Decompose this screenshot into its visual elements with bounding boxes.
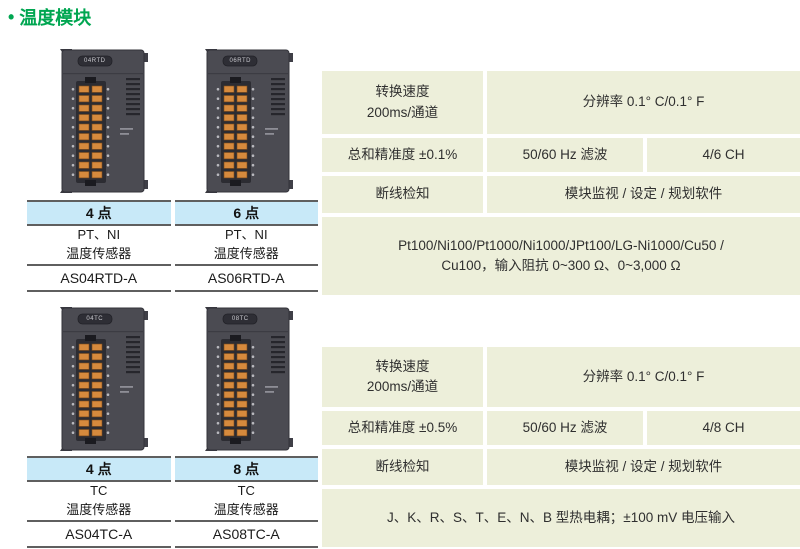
model-number: AS08TC-A xyxy=(174,522,318,548)
sensor-type-line1: PT、NI xyxy=(224,227,268,243)
page-title-text: 温度模块 xyxy=(19,8,92,28)
model-number: AS06RTD-A xyxy=(174,266,318,292)
filter-cell: 50/60 Hz 滤波 xyxy=(487,411,643,445)
spec-table-rtd: 转换速度 200ms/通道 分辨率 0.1° C/0.1° F 总和精准度 ±0… xyxy=(322,71,800,295)
sensor-type: TC 温度传感器 xyxy=(27,482,171,522)
sensor-types-line2: Cu100，输入阻抗 0~300 Ω、0~3,000 Ω xyxy=(441,258,681,273)
accuracy-cell: 总和精准度 ±0.5% xyxy=(322,411,483,445)
conversion-speed-cell: 转换速度 200ms/通道 xyxy=(322,71,483,134)
attr-col-as04tc: 4 点 TC 温度传感器 AS04TC-A xyxy=(27,456,171,548)
attr-col-as08tc: 8 点 TC 温度传感器 AS08TC-A xyxy=(174,456,318,548)
model-number: AS04TC-A xyxy=(27,522,171,548)
channels-cell: 4/8 CH xyxy=(647,411,800,445)
module-faceplate-label: 04RTD xyxy=(84,58,106,64)
rtd-module-images: 04RTD 06RTD xyxy=(27,48,318,198)
attr-table-rtd: 4 点 PT、NI 温度传感器 AS04RTD-A 6 点 PT、NI 温度传感… xyxy=(27,200,318,292)
sensor-types-line1: Pt100/Ni100/Pt1000/Ni1000/JPt100/LG-Ni10… xyxy=(398,237,724,253)
filter-cell: 50/60 Hz 滤波 xyxy=(487,138,643,172)
points-header: 4 点 xyxy=(27,456,171,482)
sensor-type-line2: 温度传感器 xyxy=(66,246,132,261)
sensor-types-cell: Pt100/Ni100/Pt1000/Ni1000/JPt100/LG-Ni10… xyxy=(322,217,800,295)
sensor-type: PT、NI 温度传感器 xyxy=(27,226,171,266)
module-image-as08tc-a: 08TC xyxy=(193,306,297,452)
sensor-type-line2: 温度传感器 xyxy=(66,502,132,517)
sensor-types-line1: J、K、R、S、T、E、N、B 型热电耦；±100 mV 电压输入 xyxy=(387,509,735,525)
sensor-type-line2: 温度传感器 xyxy=(213,246,279,261)
points-header: 6 点 xyxy=(174,200,318,226)
module-image-as06rtd-a: 06RTD xyxy=(193,48,297,194)
sensor-type-line2: 温度传感器 xyxy=(213,502,279,517)
spec-table-tc: 转换速度 200ms/通道 分辨率 0.1° C/0.1° F 总和精准度 ±0… xyxy=(322,347,800,547)
attr-col-as06rtd: 6 点 PT、NI 温度传感器 AS06RTD-A xyxy=(174,200,318,292)
software-cell: 模块监视 / 设定 / 规划软件 xyxy=(487,176,800,213)
module-image-as04rtd-a: 04RTD xyxy=(48,48,152,194)
attr-table-tc: 4 点 TC 温度传感器 AS04TC-A 8 点 TC 温度传感器 AS08T… xyxy=(27,456,318,548)
attr-col-as04rtd: 4 点 PT、NI 温度传感器 AS04RTD-A xyxy=(27,200,171,292)
page-title: • 温度模块 xyxy=(8,4,91,30)
conversion-speed-line1: 转换速度 xyxy=(375,84,430,100)
sensor-type-line1: TC xyxy=(237,483,255,499)
sensor-types-cell: J、K、R、S、T、E、N、B 型热电耦；±100 mV 电压输入 xyxy=(322,489,800,547)
sensor-type-line1: PT、NI xyxy=(77,227,121,243)
model-number: AS04RTD-A xyxy=(27,266,171,292)
module-image-as04tc-a: 04TC xyxy=(48,306,152,452)
conversion-speed-cell: 转换速度 200ms/通道 xyxy=(322,347,483,407)
module-faceplate-label: 06RTD xyxy=(229,58,251,64)
wire-break-cell: 断线检知 xyxy=(322,176,483,213)
bullet-icon: • xyxy=(8,7,15,27)
resolution-cell: 分辨率 0.1° C/0.1° F xyxy=(487,71,800,134)
sensor-type: PT、NI 温度传感器 xyxy=(174,226,318,266)
sensor-type-line1: TC xyxy=(90,483,108,499)
software-cell: 模块监视 / 设定 / 规划软件 xyxy=(487,449,800,485)
points-header: 8 点 xyxy=(174,456,318,482)
sensor-type: TC 温度传感器 xyxy=(174,482,318,522)
conversion-speed-line2: 200ms/通道 xyxy=(366,379,439,394)
conversion-speed-line2: 200ms/通道 xyxy=(366,104,439,120)
resolution-cell: 分辨率 0.1° C/0.1° F xyxy=(487,347,800,407)
accuracy-cell: 总和精准度 ±0.1% xyxy=(322,138,483,172)
tc-module-images: 04TC 08TC xyxy=(27,306,318,456)
conversion-speed-line1: 转换速度 xyxy=(375,358,430,374)
channels-cell: 4/6 CH xyxy=(647,138,800,172)
points-header: 4 点 xyxy=(27,200,171,226)
module-faceplate-label: 08TC xyxy=(231,316,249,322)
module-faceplate-label: 04TC xyxy=(86,316,104,322)
wire-break-cell: 断线检知 xyxy=(322,449,483,485)
